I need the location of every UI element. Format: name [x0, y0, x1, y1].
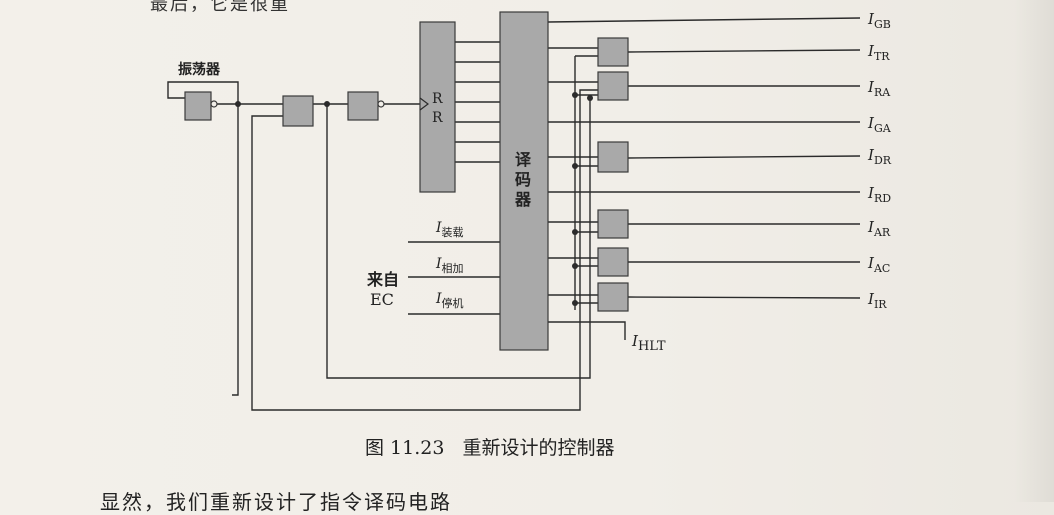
page-shadow [1014, 0, 1054, 502]
output-gate-ra [597, 71, 629, 101]
output-label-rd: IRD [867, 184, 891, 205]
figure-caption: 图 11.23 重新设计的控制器 [365, 437, 615, 459]
output-label-ga: IGA [867, 114, 892, 135]
decoder-block [499, 11, 549, 351]
inverter-gate [347, 91, 379, 121]
bottom-text: 显然，我们重新设计了指令译码电路 [100, 490, 452, 514]
output-label-ra: IRA [867, 78, 891, 99]
output-gate-tr [597, 37, 629, 67]
output-label-gb: IGB [867, 10, 891, 31]
from-ec-label: 来自 [366, 270, 399, 289]
page: 最后，它是很重 [100, 0, 1054, 514]
output-gate-ir [597, 282, 629, 312]
output-label-ac: IAC [867, 254, 890, 275]
from-ec-label2: EC [370, 290, 394, 309]
output-gate-ar [597, 209, 629, 239]
output-gate-ac [597, 247, 629, 277]
output-label-dr: IDR [867, 146, 892, 167]
and-gate-1 [282, 95, 314, 127]
output-labels: IGB ITR IRA IGA IDR IRD IAR IAC IIR [867, 10, 892, 311]
input-labels: I装载 I相加 I停机 [435, 220, 464, 310]
wires [167, 17, 861, 411]
input-label-2: I停机 [435, 291, 464, 310]
decoder-label: 译码器 [514, 150, 532, 209]
junction-dots [235, 92, 593, 306]
output-label-tr: ITR [867, 42, 890, 63]
hlt-output-label: IHLT [631, 332, 666, 354]
hlt-label: IHLT [631, 332, 666, 354]
oscillator-gate [184, 91, 212, 121]
controller-diagram: 振荡器 R R 译码器 来自 EC I装载 I相加 I停机 IGB ITR IRA IGA… [167, 10, 892, 411]
top-text: 最后，它是很重 [150, 0, 290, 15]
output-gate-dr [597, 141, 629, 173]
input-label-0: I装载 [435, 220, 464, 239]
oscillator-label: 振荡器 [178, 61, 221, 78]
ring-counter-block [419, 21, 456, 193]
ring-counter-label-r2: R [432, 110, 443, 126]
output-label-ar: IAR [867, 218, 891, 239]
ring-counter-label-r1: R [432, 91, 443, 107]
output-label-ir: IIR [867, 290, 887, 311]
input-label-1: I相加 [435, 256, 464, 275]
